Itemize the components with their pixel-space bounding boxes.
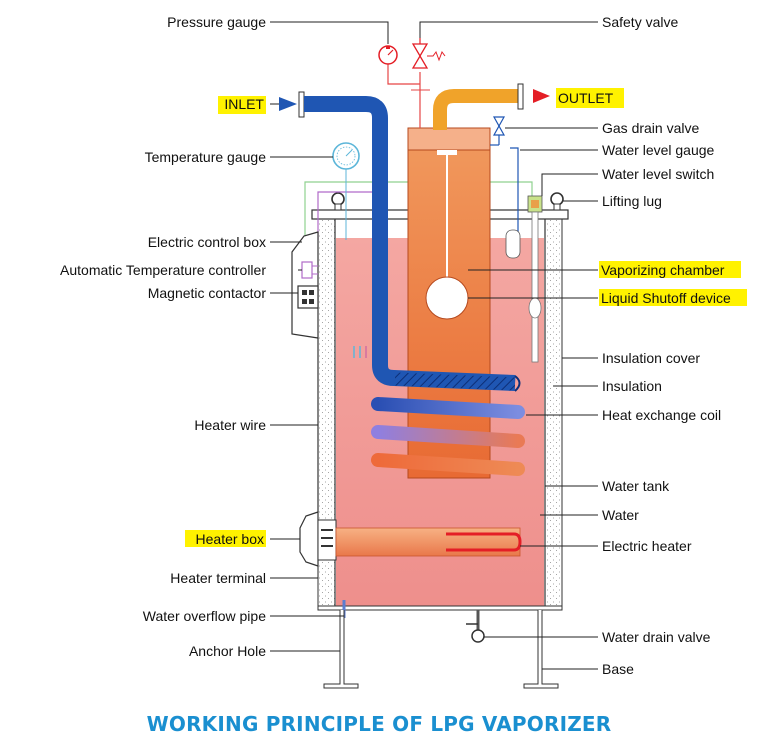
electric-heater [335, 527, 521, 557]
liquid-shutoff-float [425, 276, 469, 320]
outlet-flange [517, 83, 524, 110]
temperature-gauge-icon [332, 142, 360, 240]
heater-box [299, 511, 319, 567]
outlet-pipe [433, 89, 518, 130]
magnetic-contactor [297, 285, 319, 309]
label-water: Water [602, 507, 639, 523]
water-level-switch [527, 195, 543, 363]
label-lifting-lug: Lifting lug [602, 193, 662, 209]
label-electric-heater: Electric heater [602, 538, 692, 554]
heater-box-highlight [185, 530, 266, 547]
label-anchor-hole: Anchor Hole [189, 643, 266, 659]
label-insulation: Insulation [602, 378, 662, 394]
float-rod-cap [437, 150, 457, 155]
heat-exchange-coil-2 [371, 425, 525, 448]
insulation-cover-right [544, 217, 563, 609]
label-water-overflow-pipe: Water overflow pipe [143, 608, 266, 624]
water-drain-valve [466, 610, 485, 643]
liquid-shutoff-highlight [599, 289, 747, 306]
label-water-level-switch: Water level switch [602, 166, 714, 182]
label-heat-exchange-coil: Heat exchange coil [602, 407, 721, 423]
base-leg-left [323, 610, 359, 689]
heat-exchange-coil-1 [371, 397, 525, 419]
heat-exchange-coil-3 [371, 453, 525, 476]
control-wire-purple [317, 191, 382, 240]
lifting-lug-left [331, 192, 345, 211]
pressure-gauge-icon [378, 45, 398, 65]
water-level-gauge [505, 147, 521, 259]
label-insulation-cover: Insulation cover [602, 350, 700, 366]
base-leg-right [523, 610, 559, 689]
chamber-top-cap [407, 127, 491, 151]
label-inlet: INLET [224, 96, 264, 112]
electric-control-box [291, 231, 319, 339]
label-water-tank: Water tank [602, 478, 670, 494]
label-pressure-gauge: Pressure gauge [167, 14, 266, 30]
label-magnetic-contactor: Magnetic contactor [148, 285, 267, 301]
label-vaporizing-chamber: Vaporizing chamber [601, 262, 725, 278]
red-right-arrow-icon [533, 89, 550, 103]
label-gas-drain-valve: Gas drain valve [602, 120, 699, 136]
inlet-pipe-end-cap [514, 375, 521, 392]
label-electric-control-box: Electric control box [148, 234, 266, 250]
label-water-drain-valve: Water drain valve [602, 629, 711, 645]
label-water-level-gauge: Water level gauge [602, 142, 715, 158]
electric-heater-element [446, 532, 522, 552]
label-heater-wire: Heater wire [194, 417, 266, 433]
heater-terminal [317, 519, 337, 561]
diagram-title: WORKING PRINCIPLE OF LPG VAPORIZER [147, 712, 612, 736]
outlet-highlight [556, 88, 624, 108]
leader-lines [270, 21, 598, 670]
safety-valve-icon [411, 38, 446, 69]
label-base: Base [602, 661, 634, 677]
tank-bottom [317, 605, 563, 611]
label-automatic-temperature-controller: Automatic Temperature controller [60, 262, 266, 278]
lifting-lug-right [550, 192, 564, 211]
automatic-temperature-controller [301, 261, 318, 279]
label-temperature-gauge: Temperature gauge [145, 149, 267, 165]
inlet-flange [298, 91, 305, 118]
right-arrow-icon [279, 97, 297, 111]
label-heater-box: Heater box [196, 531, 264, 547]
relief-line-red [387, 62, 421, 128]
label-liquid-shutoff-device: Liquid Shutoff device [601, 290, 731, 306]
label-heater-terminal: Heater terminal [170, 570, 266, 586]
vaporizing-chamber-highlight [599, 261, 741, 278]
sensor-wire-blue [353, 346, 361, 358]
inlet-highlight [218, 96, 266, 114]
gas-drain-valve-icon [490, 116, 506, 146]
inlet-pipe [304, 96, 516, 391]
label-outlet: OUTLET [558, 90, 614, 106]
label-safety-valve: Safety valve [602, 14, 678, 30]
inlet-pipe-hatched-section [394, 372, 516, 391]
